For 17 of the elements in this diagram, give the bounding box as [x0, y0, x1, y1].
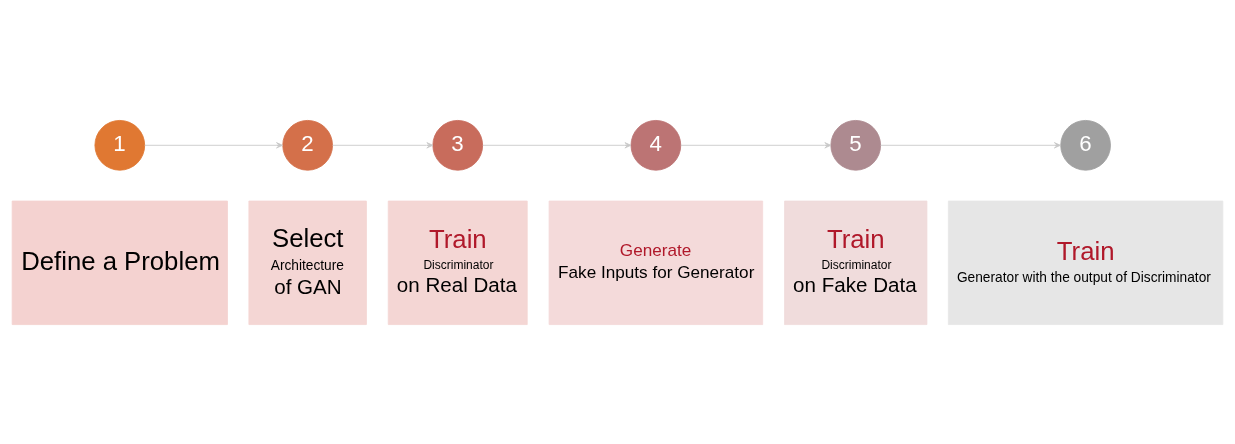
- arrow: [332, 141, 434, 148]
- node-circle: 1: [94, 119, 146, 171]
- node-box: Train Discriminator on Fake Data: [784, 200, 928, 325]
- node-box: Generate Fake Inputs for Generator: [548, 200, 764, 325]
- arrow: [144, 141, 283, 148]
- node-circle: 3: [432, 119, 484, 171]
- node-box: Define a Problem: [11, 200, 228, 325]
- node-box: Select Architecture of GAN: [248, 200, 367, 325]
- node-circle: 2: [282, 119, 333, 171]
- node-circle: 6: [1060, 119, 1111, 171]
- node-circle: 4: [630, 119, 682, 171]
- node-box: Train Discriminator on Real Data: [387, 200, 528, 325]
- arrow: [680, 141, 832, 148]
- node-box: Train Generator with the output of Discriminator: [947, 200, 1224, 325]
- node-circle: 5: [830, 119, 882, 171]
- arrow: [880, 141, 1061, 148]
- arrow: [482, 141, 632, 148]
